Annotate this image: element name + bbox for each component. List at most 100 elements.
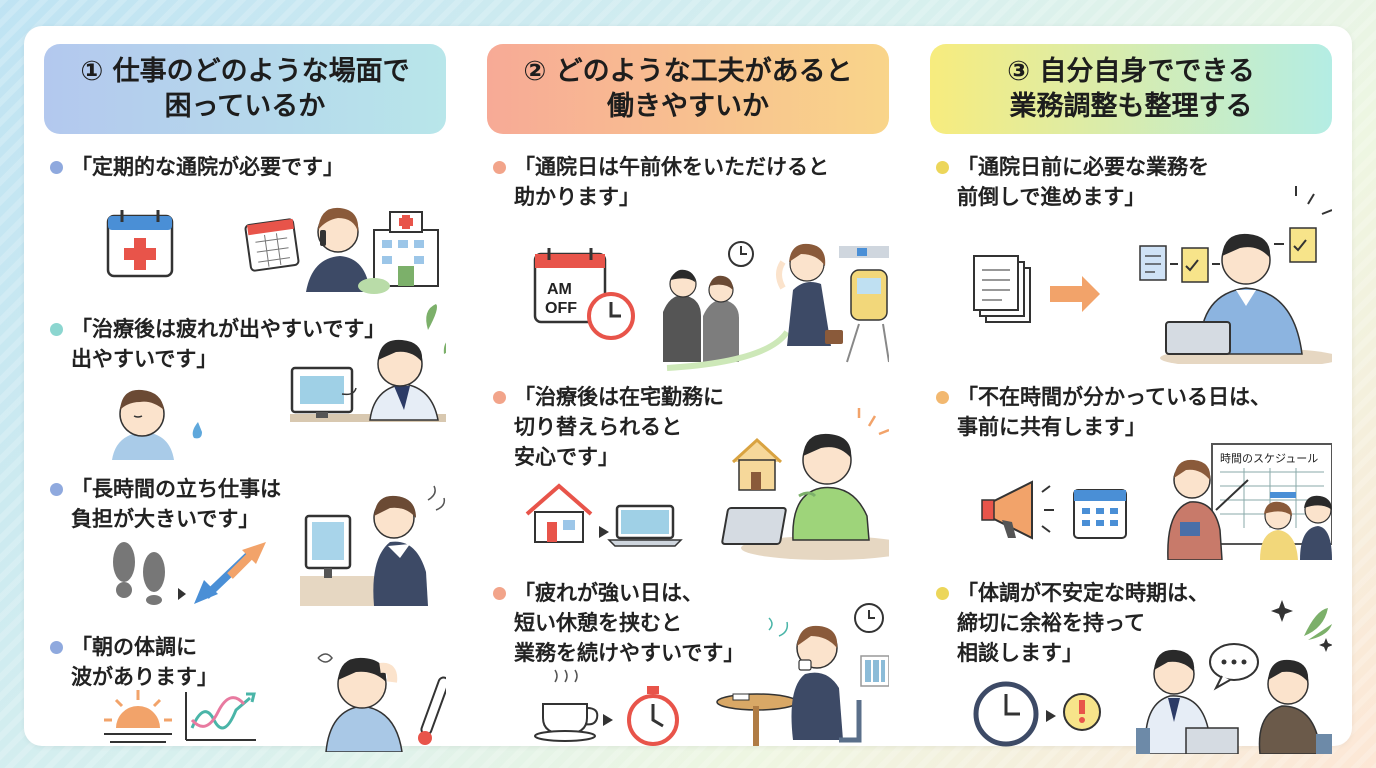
hospital-icon [358, 211, 439, 294]
bullet-dot [493, 587, 506, 600]
colleagues-icon [663, 269, 739, 362]
svg-text:OFF: OFF [545, 300, 577, 317]
arrow-right-icon [599, 526, 609, 538]
wall-clock-icon [854, 603, 884, 633]
phone-call-person-icon [306, 207, 370, 292]
clock-icon [728, 241, 754, 267]
column-self-adjustment: ③ 自分自身でできる 業務調整も整理する 「通院日前に必要な業務を 前倒しで進め… [930, 44, 1332, 754]
leaf-icon [426, 304, 446, 354]
list-item: 「不在時間が分かっている日は、 事前に共有します」 [930, 382, 1332, 442]
item-text: 「定期的な通院が必要です」 [71, 155, 344, 179]
laptop-icon [607, 504, 683, 547]
thermometer-icon [418, 676, 446, 745]
presenter-icon [1167, 459, 1332, 560]
item-text: 「疲れが強い日は、 短い休憩を挟むと 業務を続けやすいです」 [514, 581, 745, 665]
list-item: 「通院日は午前休をいただけると 助かります」 [487, 152, 889, 212]
arrow-right-icon [1046, 710, 1056, 722]
bullet-dot [936, 161, 949, 174]
column-header: ③ 自分自身でできる 業務調整も整理する [930, 44, 1332, 134]
list-item: 「治療後は在宅勤務に 切り替えられると 安心です」 [487, 382, 889, 472]
bullet-dot [50, 161, 63, 174]
calendar-icon [244, 218, 300, 272]
speech-bubble-icon [1209, 643, 1259, 691]
clock-icon [587, 292, 635, 340]
list-item: 「長時間の立ち仕事は 負担が大きいです」 [44, 474, 446, 534]
illustration [487, 578, 889, 754]
svg-text:時間のスケジュール: 時間のスケジュール [1220, 452, 1318, 465]
emphasis-lines [1295, 186, 1332, 215]
item-text: 「通院日は午前休をいただけると 助かります」 [514, 155, 829, 209]
list-item: 「疲れが強い日は、 短い休憩を挟むと 業務を続けやすいです」 [487, 578, 889, 668]
commuting-woman-icon [776, 243, 843, 346]
calendar-icon [1073, 489, 1127, 539]
column-title: ① 仕事のどのような場面で 困っているか [80, 56, 410, 122]
arrow-right-icon [178, 588, 186, 600]
illustration [44, 628, 446, 752]
house-icon [731, 437, 783, 491]
remote-worker-icon [721, 408, 889, 560]
illustration [44, 472, 446, 606]
sparkle-icon [1271, 600, 1332, 652]
house-icon [525, 483, 593, 543]
wave-graph-icon [185, 692, 256, 741]
coffee-cup-icon [534, 669, 599, 742]
checklist-icon [1139, 227, 1317, 283]
column-title: ③ 自分自身でできる 業務調整も整理する [1007, 56, 1255, 122]
list-item: 「定期的な通院が必要です」 [44, 152, 446, 182]
list-item: 「治療後は疲れが出やすいです」 出やすいです」 [44, 314, 446, 374]
stopwatch-icon [627, 686, 679, 746]
sweat-drop-icon [192, 422, 202, 439]
bullet-dot [50, 483, 63, 496]
column-header: ① 仕事のどのような場面で 困っているか [44, 44, 446, 134]
arrow-right-icon [1050, 276, 1100, 312]
bullet-dot [50, 641, 63, 654]
illustration [44, 192, 446, 302]
alert-bubble-icon [1063, 693, 1101, 731]
column-title: ② どのような工夫があると 働きやすいか [523, 56, 853, 122]
column-problems: ① 仕事のどのような場面で 困っているか 「定期的な通院が必要です」 [44, 44, 446, 752]
item-text: 「治療後は疲れが出やすいです」 出やすいです」 [71, 317, 386, 371]
train-icon [839, 246, 889, 363]
bullet-dot [493, 391, 506, 404]
arrow-right-icon [603, 714, 613, 726]
illustration [930, 184, 1332, 364]
main-card: ① 仕事のどのような場面で 困っているか 「定期的な通院が必要です」 [24, 26, 1352, 754]
double-arrow-icon [194, 542, 266, 604]
item-text: 「長時間の立ち仕事は 負担が大きいです」 [71, 477, 281, 531]
bullet-dot [936, 587, 949, 600]
am-off-calendar-icon: AM OFF [533, 248, 607, 324]
bullet-dot [50, 323, 63, 336]
resting-woman-icon [716, 617, 889, 746]
leaf-icon [1304, 608, 1332, 640]
illustration: 時間のスケジュール [930, 414, 1332, 560]
laptop-worker-icon [1160, 233, 1332, 364]
tired-worker-at-pc-icon [290, 339, 446, 422]
item-text: 「体調が不安定な時期は、 締切に余裕を持って 相談します」 [957, 581, 1209, 665]
list-item: 「通院日前に必要な業務を 前倒しで進めます」 [930, 152, 1332, 212]
svg-text:AM: AM [547, 281, 572, 298]
list-item: 「朝の体調に 波があります」 [44, 632, 446, 692]
footprints-icon [113, 542, 165, 605]
illustration [930, 578, 1332, 754]
item-text: 「通院日前に必要な業務を 前倒しで進めます」 [957, 155, 1209, 209]
tired-child-icon [112, 389, 174, 460]
sunrise-icon [104, 690, 172, 743]
column-solutions: ② どのような工夫があると 働きやすいか 「通院日は午前休をいただけると 助かり… [487, 44, 889, 746]
illustration: AM OFF [487, 212, 889, 372]
bullet-dot [936, 391, 949, 404]
calendar-cross-icon [106, 210, 174, 278]
megaphone-icon [981, 480, 1054, 540]
column-header: ② どのような工夫があると 働きやすいか [487, 44, 889, 134]
illustration [487, 390, 889, 560]
meeting-icon [1136, 649, 1332, 754]
standing-worker-icon [300, 485, 446, 606]
documents-icon [973, 255, 1031, 323]
item-text: 「朝の体調に 波があります」 [71, 635, 218, 689]
clock-icon [973, 681, 1039, 747]
headache-person-icon [317, 653, 403, 752]
bullet-dot [493, 161, 506, 174]
item-text: 「治療後は在宅勤務に 切り替えられると 安心です」 [514, 385, 724, 469]
list-item: 「体調が不安定な時期は、 締切に余裕を持って 相談します」 [930, 578, 1332, 668]
item-text: 「不在時間が分かっている日は、 事前に共有します」 [957, 385, 1271, 439]
illustration [44, 300, 446, 460]
